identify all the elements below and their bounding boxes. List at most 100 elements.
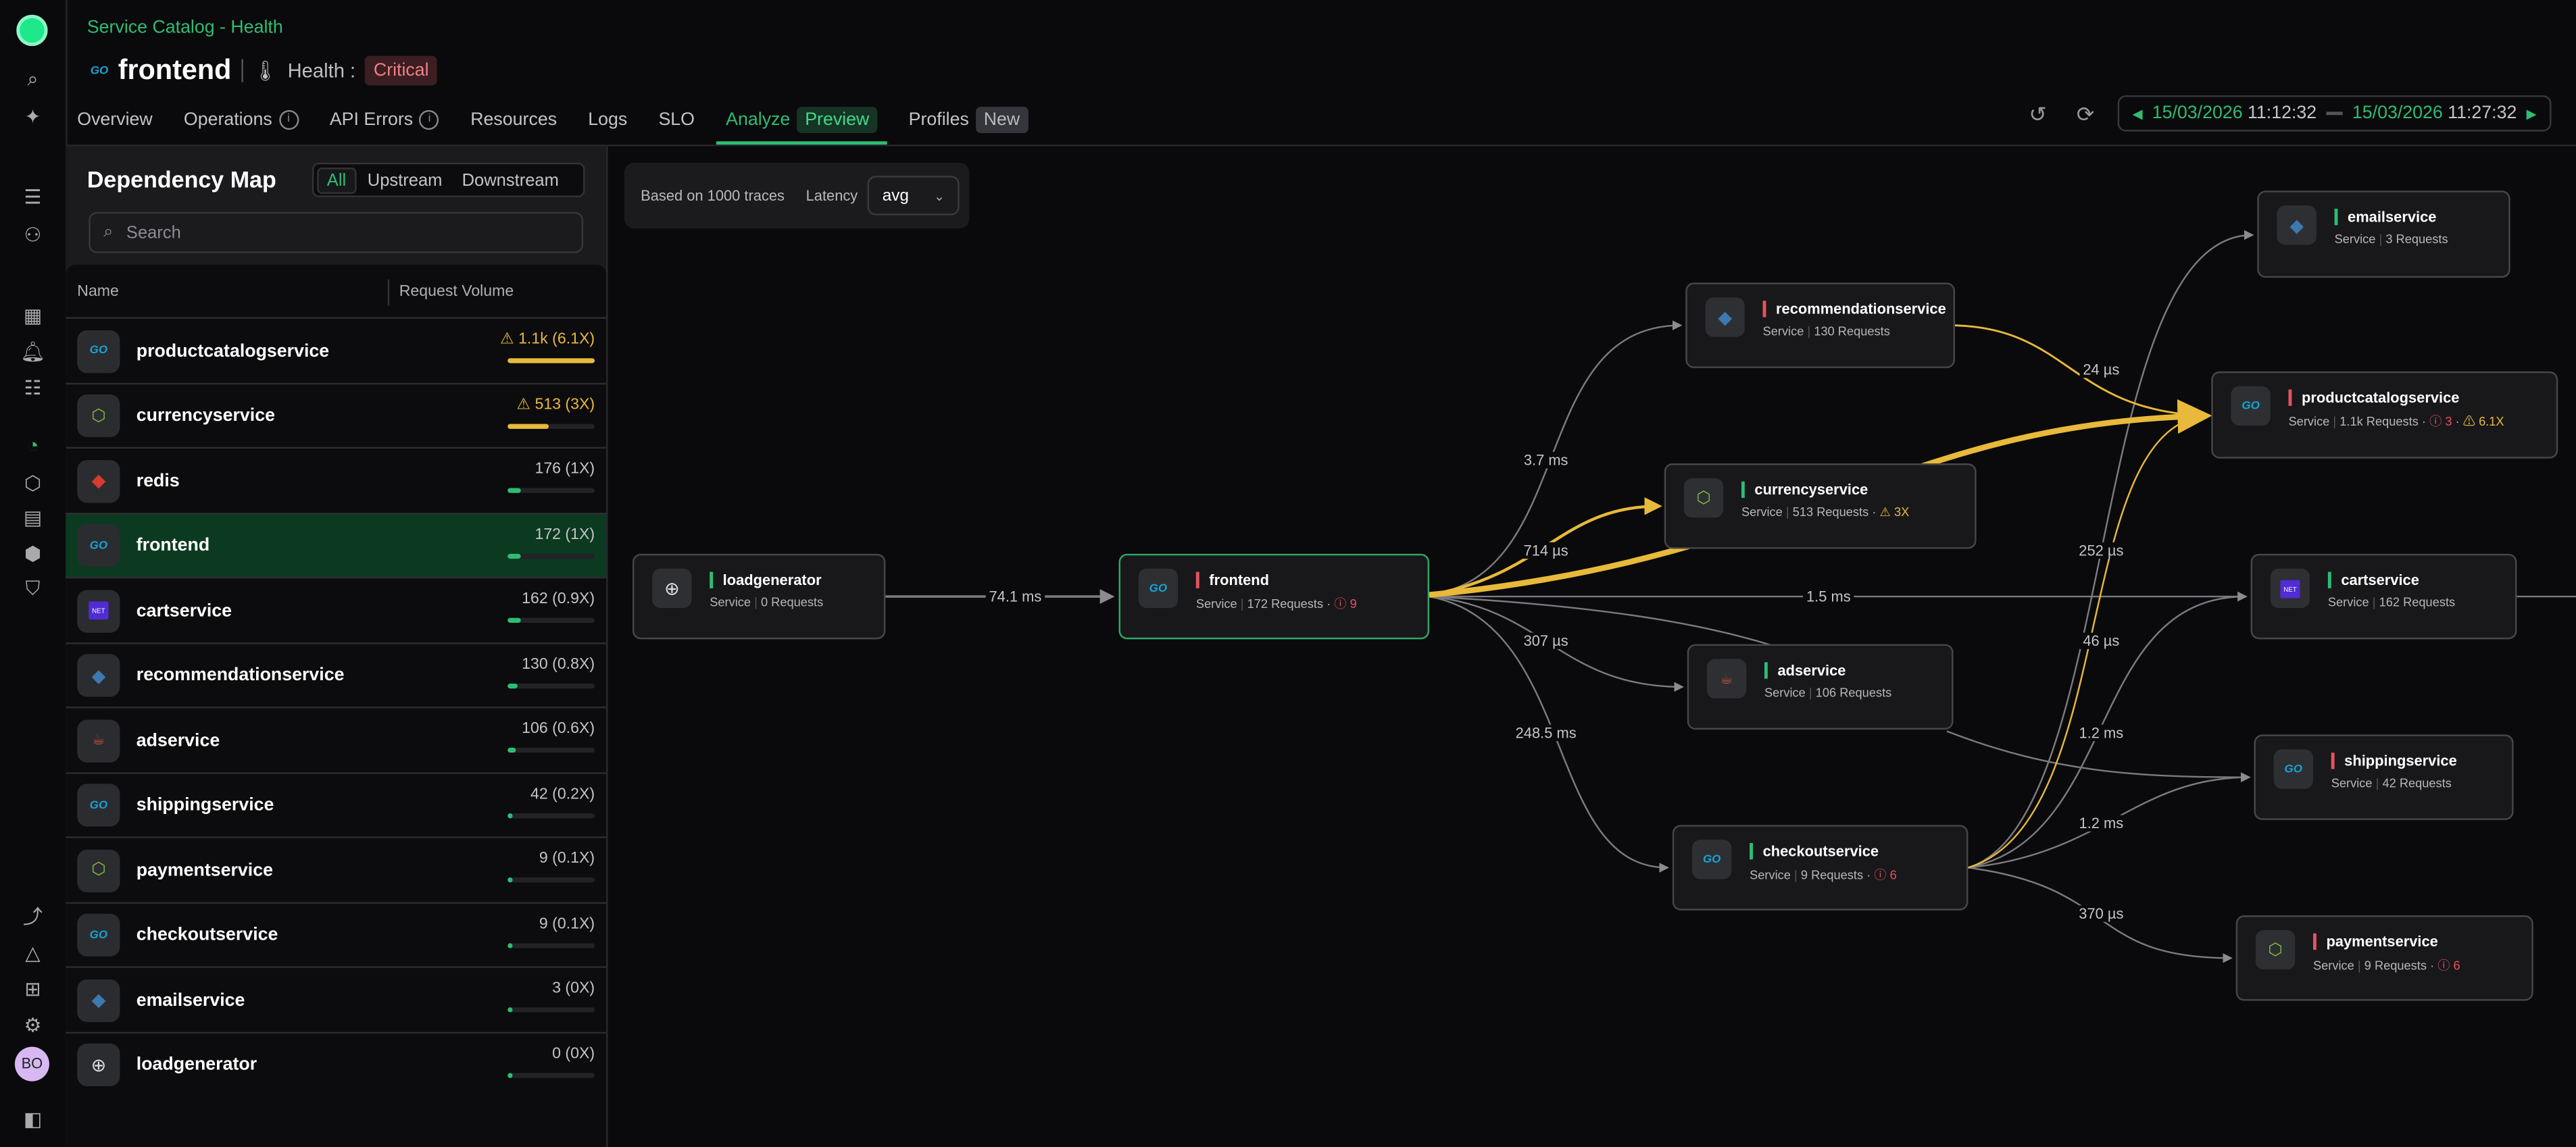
filter-upstream[interactable]: Upstream — [367, 170, 443, 190]
node-requests: 42 Requests — [2382, 775, 2452, 791]
edge-latency-label: 1.2 ms — [2075, 815, 2127, 832]
breadcrumb[interactable]: Service Catalog - Health — [86, 18, 283, 38]
go-icon: GO — [77, 784, 120, 827]
node-requests: 106 Requests — [1815, 685, 1892, 700]
table-row[interactable]: GO checkoutservice 9 (0.1X) — [66, 901, 607, 967]
request-volume-bar — [507, 1072, 595, 1077]
dependency-graph[interactable]: Based on 1000 traces Latency avg⌄ 74.1 m… — [608, 147, 2576, 1147]
node-name: paymentservice — [2312, 933, 2438, 950]
gauge-icon[interactable]: ◔ — [26, 434, 39, 457]
edge-checkoutservice-cartservice[interactable] — [1968, 591, 2248, 869]
node-name: recommendationservice — [1762, 301, 1946, 317]
warning-icon: ⚠ — [1879, 504, 1891, 519]
node-meta: Service | 162 Requests — [2327, 594, 2456, 610]
undo-icon[interactable]: ↺ — [2029, 101, 2047, 127]
tab-slo[interactable]: SLO — [658, 105, 695, 135]
edge-latency-label: 307 µs — [1520, 632, 1572, 649]
go-icon: GO — [1692, 840, 1732, 880]
table-row[interactable]: ◆ recommendationservice 130 (0.8X) — [66, 641, 607, 707]
table-row[interactable]: GO shippingservice 42 (0.2X) — [66, 771, 607, 837]
column-header-request-volume[interactable]: Request Volume — [399, 282, 514, 301]
column-header-name[interactable]: Name — [77, 282, 119, 301]
request-volume-bar — [507, 1007, 595, 1013]
collapse-sidebar-icon[interactable]: ◧ — [23, 1107, 43, 1131]
layers-icon[interactable]: ⬡ — [24, 471, 42, 495]
node-recommendationservice[interactable]: ◆ recommendationservice Service | 130 Re… — [1685, 282, 1956, 368]
table-row[interactable]: GO frontend 172 (1X) — [66, 511, 607, 578]
table-row[interactable]: GO productcatalogservice ⚠ 1.1k (6.1X) — [66, 317, 607, 383]
pipeline-icon[interactable]: ⤴ — [22, 905, 43, 929]
warning-icon: ⚠ — [516, 395, 535, 413]
node-warning: 3X — [1893, 504, 1910, 519]
info-icon[interactable]: i — [419, 109, 440, 130]
node-shippingservice[interactable]: GO shippingservice Service | 42 Requests — [2254, 734, 2514, 820]
node-currencyservice[interactable]: ⬡ currencyservice Service | 513 Requests… — [1664, 463, 1977, 549]
avatar[interactable]: BO — [14, 1046, 49, 1081]
app-logo[interactable] — [16, 14, 48, 47]
table-row[interactable]: ⬡ currencyservice ⚠ 513 (3X) — [66, 382, 607, 448]
filter-downstream[interactable]: Downstream — [462, 170, 559, 190]
node-productcatalogservice[interactable]: GO productcatalogservice Service | 1.1k … — [2211, 371, 2558, 459]
refresh-icon[interactable]: ⟳ — [2076, 101, 2095, 127]
dotnet-icon: NET — [2270, 568, 2310, 609]
latency-select[interactable]: avg⌄ — [867, 176, 960, 215]
filter-all[interactable]: All — [317, 166, 356, 193]
service-name: cartservice — [136, 601, 232, 621]
apps-icon[interactable]: ⊞ — [24, 977, 41, 1001]
search-icon[interactable]: ⌕ — [27, 67, 39, 91]
edge-recommendationservice-productcatalogservice[interactable] — [1954, 324, 2208, 422]
node-paymentservice[interactable]: ⬡ paymentservice Service | 9 Requests · … — [2235, 915, 2533, 1001]
dashboard-icon[interactable]: ▦ — [23, 304, 43, 328]
tab-resources[interactable]: Resources — [470, 105, 557, 135]
list-icon[interactable]: ☰ — [24, 185, 42, 209]
node-loadgenerator[interactable]: ⊕ loadgenerator Service | 0 Requests — [632, 553, 886, 640]
edge-frontend-checkoutservice[interactable] — [1429, 595, 1669, 873]
server-icon[interactable]: ▤ — [23, 506, 43, 530]
tab-logs[interactable]: Logs — [588, 105, 627, 135]
node-checkoutservice[interactable]: GO checkoutservice Service | 9 Requests … — [1672, 825, 1968, 911]
table-row[interactable]: ◆ redis 176 (1X) — [66, 447, 607, 513]
info-icon[interactable]: i — [278, 109, 299, 130]
security-icon[interactable]: ⬢ — [24, 542, 42, 565]
node-emailservice[interactable]: ◆ emailservice Service | 3 Requests — [2257, 190, 2510, 278]
java-icon: ☕︎ — [77, 719, 120, 762]
previous-range-icon[interactable]: ◀ — [2132, 105, 2143, 121]
tree-icon[interactable]: ⚇ — [24, 223, 42, 247]
search-placeholder: Search — [126, 222, 181, 243]
edge-checkoutservice-emailservice[interactable] — [1968, 230, 2254, 869]
request-volume: 9 (0.1X) — [539, 850, 595, 868]
node-requests: 130 Requests — [1814, 324, 1890, 339]
tab-overview[interactable]: Overview — [77, 105, 152, 135]
column-divider[interactable] — [387, 279, 390, 306]
node-frontend[interactable]: GO frontend Service | 172 Requests · ⓘ 9 — [1118, 553, 1430, 640]
request-volume: 162 (0.9X) — [522, 590, 595, 608]
next-range-icon[interactable]: ▶ — [2526, 105, 2537, 121]
node-errors: 6 — [1889, 867, 1897, 883]
table-row[interactable]: ⊕ loadgenerator 0 (0X) — [66, 1031, 607, 1097]
shield-icon[interactable]: ⛉ — [25, 576, 41, 600]
node-adservice[interactable]: ☕︎ adservice Service | 106 Requests — [1687, 644, 1954, 730]
traces-label: Based on 1000 traces — [641, 187, 785, 204]
bell-icon[interactable]: 🔔︎ — [20, 340, 46, 363]
table-row[interactable]: ◆ emailservice 3 (0X) — [66, 966, 607, 1031]
sparkle-icon[interactable]: ✦ — [24, 105, 41, 128]
alerts-icon[interactable]: △ — [25, 941, 41, 965]
log-search-icon[interactable]: ☷ — [24, 376, 42, 400]
request-volume: ⚠ 513 (3X) — [516, 395, 595, 413]
gear-icon[interactable]: ⚙ — [24, 1013, 42, 1038]
edge-latency-label: 1.2 ms — [2075, 724, 2127, 742]
table-row[interactable]: ☕︎ adservice 106 (0.6X) — [66, 707, 607, 772]
service-name: redis — [136, 470, 180, 491]
search-input[interactable]: ⌕ Search — [89, 211, 584, 253]
edge-checkoutservice-productcatalogservice[interactable] — [1968, 411, 2208, 869]
time-range-picker[interactable]: ◀ 15/03/2026 11:12:32 15/03/2026 11:27:3… — [2117, 95, 2552, 132]
python-icon: ◆ — [77, 654, 120, 697]
start-date: 15/03/2026 — [2152, 103, 2243, 124]
table-row[interactable]: ⬡ paymentservice 9 (0.1X) — [66, 836, 607, 902]
table-row[interactable]: NET cartservice 162 (0.9X) — [66, 576, 607, 642]
node-cartservice[interactable]: NET cartservice Service | 162 Requests — [2250, 553, 2517, 640]
